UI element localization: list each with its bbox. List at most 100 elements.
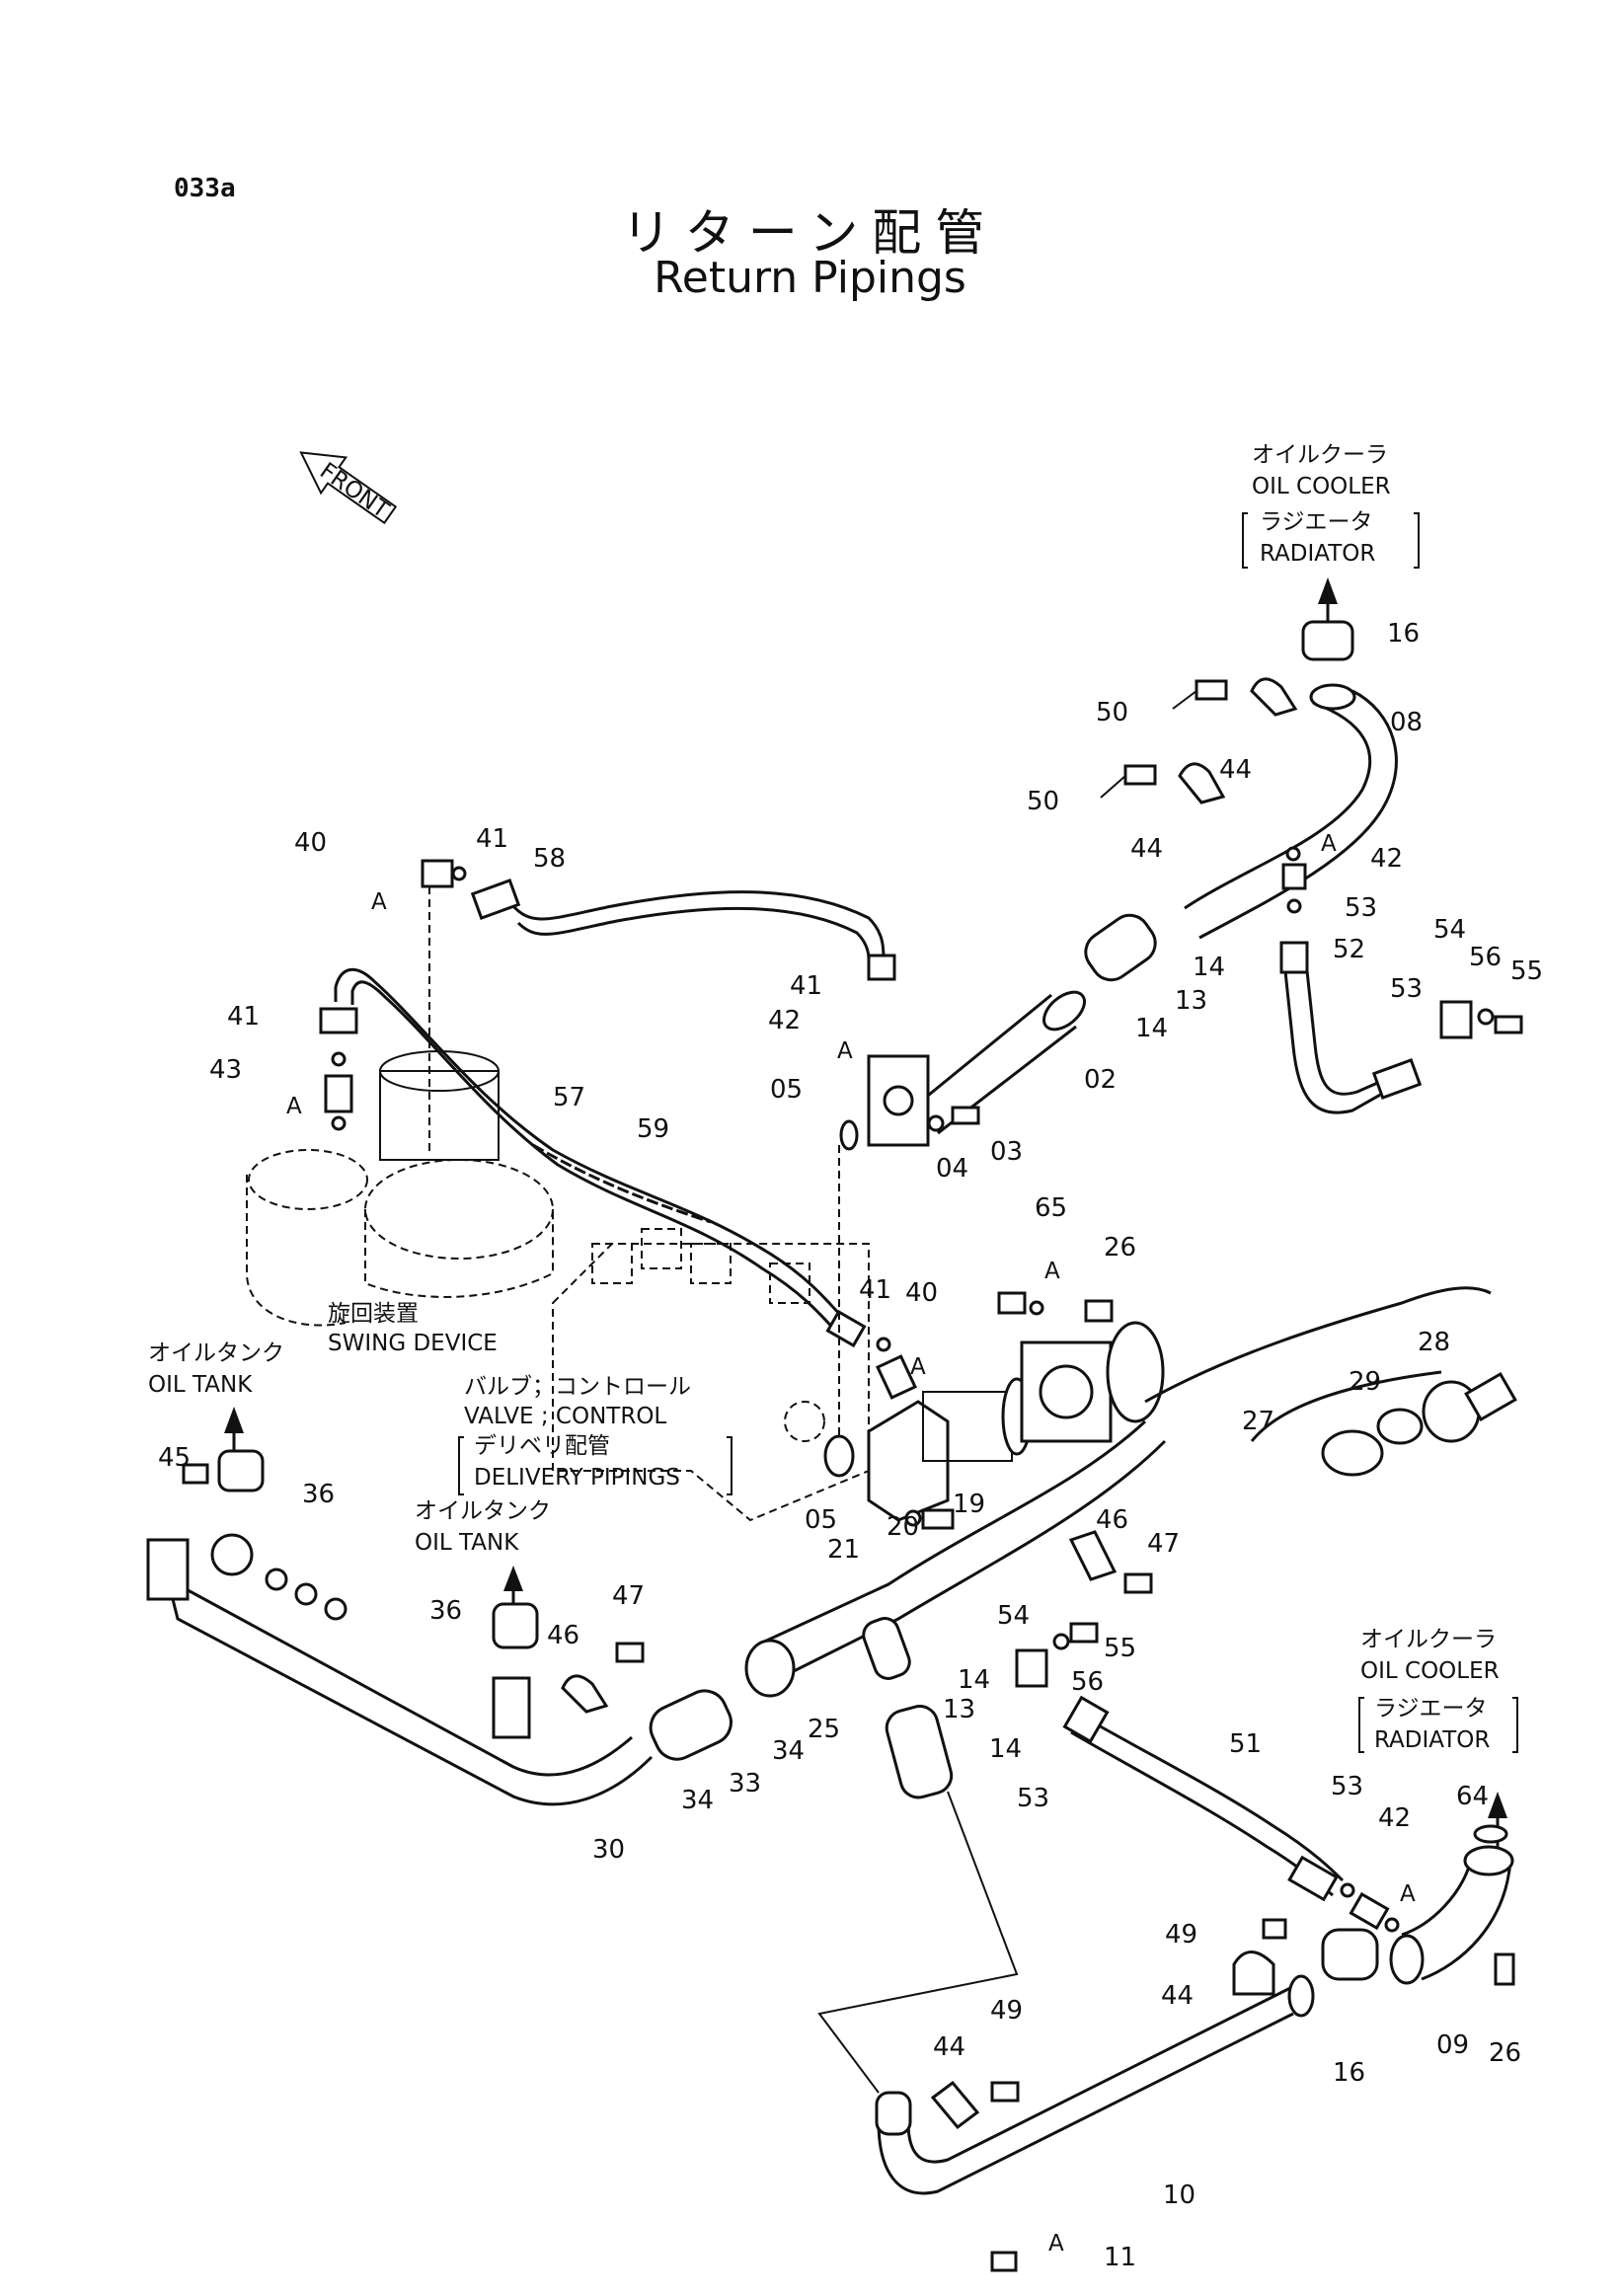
oil-cooler-top-label: オイルクーラ OIL COOLER ラジエータ RADIATOR: [1242, 442, 1420, 569]
svg-text:45: 45: [158, 1443, 191, 1473]
o-ring-05-upper: [839, 1119, 859, 1151]
hose-57: [334, 967, 851, 1327]
svg-text:08: 08: [1390, 708, 1423, 737]
svg-text:25: 25: [808, 1715, 840, 1744]
hose-58: [511, 890, 886, 960]
o-ring-64: [1473, 1824, 1508, 1844]
oil-cooler-bottom-label: オイルクーラ OIL COOLER ラジエータ RADIATOR: [1358, 1627, 1518, 1753]
svg-text:09: 09: [1436, 2030, 1469, 2060]
pipe-30: [166, 1560, 633, 1777]
svg-text:53: 53: [1390, 974, 1423, 1004]
clamp-44-lower: [1178, 762, 1226, 804]
svg-text:ラジエータ: ラジエータ: [1260, 509, 1373, 535]
oil-tank-left-label: オイルタンク OIL TANK: [148, 1340, 284, 1398]
svg-text:53: 53: [1345, 893, 1377, 923]
hose-14-upper: [1084, 913, 1157, 982]
bolt-20: [921, 1508, 955, 1530]
fitting-40-mid: [876, 1354, 917, 1400]
front-arrow-icon: FRONT: [299, 451, 398, 525]
svg-text:34: 34: [772, 1736, 805, 1766]
clamp-46-left: [561, 1674, 609, 1714]
svg-text:21: 21: [827, 1535, 860, 1565]
svg-text:53: 53: [1017, 1784, 1049, 1813]
fitting-42-upper: [1281, 863, 1307, 890]
svg-text:41: 41: [790, 971, 822, 1001]
svg-text:33: 33: [729, 1769, 761, 1799]
part-labels: 16 50 44 08 50 44 42 53 52 54 56 55 53 1…: [158, 619, 1543, 2272]
bolt-50-lower: [1123, 764, 1157, 786]
svg-text:A: A: [371, 889, 387, 915]
svg-text:51: 51: [1229, 1729, 1262, 1759]
title-english: Return Pipings: [654, 253, 966, 303]
clamp-46-right: [1068, 1530, 1118, 1581]
fitting-11: [990, 2251, 1018, 2272]
svg-text:42: 42: [1370, 844, 1403, 874]
svg-text:02: 02: [1084, 1065, 1117, 1095]
svg-text:RADIATOR: RADIATOR: [1374, 1727, 1490, 1753]
oil-tank-mid-label: オイルタンク OIL TANK: [415, 1498, 551, 1556]
svg-text:44: 44: [1161, 1981, 1194, 2011]
svg-text:ラジエータ: ラジエータ: [1374, 1696, 1488, 1722]
clamp-44-left-lower: [930, 2080, 980, 2130]
svg-text:A: A: [1044, 1259, 1060, 1284]
svg-text:14: 14: [989, 1734, 1022, 1764]
svg-text:オイルタンク: オイルタンク: [415, 1498, 551, 1524]
block-54-lower: [1015, 1648, 1048, 1688]
svg-text:58: 58: [533, 844, 566, 874]
clamp-44-upper: [1250, 677, 1298, 717]
svg-text:29: 29: [1349, 1367, 1381, 1397]
block-54-upper: [1439, 1000, 1473, 1039]
svg-text:34: 34: [681, 1786, 714, 1815]
fitting-40-upper: [421, 859, 454, 888]
return-line-27: [1144, 1286, 1492, 1404]
block-19: [867, 1321, 1165, 1522]
svg-text:OIL COOLER: OIL COOLER: [1360, 1658, 1500, 1684]
svg-text:オイルタンク: オイルタンク: [148, 1340, 284, 1366]
svg-text:03: 03: [990, 1137, 1023, 1167]
bolt-45: [182, 1463, 209, 1485]
svg-text:49: 49: [1165, 1920, 1197, 1950]
svg-text:46: 46: [1096, 1505, 1128, 1535]
hose-clamp-36-left: [217, 1449, 265, 1492]
svg-text:36: 36: [302, 1480, 335, 1509]
svg-text:05: 05: [770, 1075, 803, 1105]
front-arrow-label: FRONT: [315, 458, 394, 524]
bolt-47-right: [1123, 1572, 1153, 1594]
svg-text:55: 55: [1104, 1634, 1136, 1663]
bolt-49-right: [1262, 1918, 1287, 1940]
svg-text:16: 16: [1333, 2058, 1365, 2088]
svg-text:42: 42: [1378, 1803, 1411, 1833]
svg-text:56: 56: [1071, 1667, 1104, 1697]
valve-control-label: バルブ；コントロール VALVE ; CONTROL デリベリ配管 DELIVE…: [458, 1374, 733, 1495]
pipe-stub-25: [862, 1617, 911, 1680]
bolt-03: [951, 1106, 980, 1125]
svg-text:41: 41: [859, 1275, 891, 1305]
svg-text:56: 56: [1469, 943, 1502, 972]
svg-text:14: 14: [1193, 953, 1225, 982]
svg-text:VALVE ; CONTROL: VALVE ; CONTROL: [464, 1404, 666, 1429]
svg-text:OIL TANK: OIL TANK: [415, 1530, 519, 1556]
svg-text:40: 40: [905, 1278, 938, 1308]
svg-text:28: 28: [1418, 1328, 1450, 1357]
hose-13-lower: [885, 1705, 954, 1799]
svg-text:50: 50: [1096, 698, 1128, 727]
svg-text:旋回装置: 旋回装置: [328, 1301, 419, 1327]
svg-text:40: 40: [294, 828, 327, 858]
svg-text:16: 16: [1387, 619, 1420, 649]
svg-text:04: 04: [936, 1154, 968, 1184]
svg-text:42: 42: [768, 1006, 801, 1035]
title-japanese: リターン配管: [621, 204, 999, 262]
svg-text:49: 49: [990, 1996, 1023, 2026]
fitting-43: [324, 1074, 353, 1113]
svg-text:19: 19: [953, 1490, 985, 1519]
svg-text:OIL COOLER: OIL COOLER: [1252, 474, 1391, 499]
svg-text:05: 05: [805, 1505, 837, 1535]
svg-text:A: A: [910, 1354, 926, 1380]
svg-text:44: 44: [1219, 755, 1252, 785]
svg-text:50: 50: [1027, 787, 1059, 816]
svg-text:43: 43: [209, 1055, 242, 1085]
svg-text:10: 10: [1163, 2181, 1196, 2210]
clamp-44-right-lower: [1232, 1951, 1275, 1996]
bolt-49-left: [990, 2081, 1020, 2103]
svg-text:14: 14: [958, 1665, 990, 1695]
